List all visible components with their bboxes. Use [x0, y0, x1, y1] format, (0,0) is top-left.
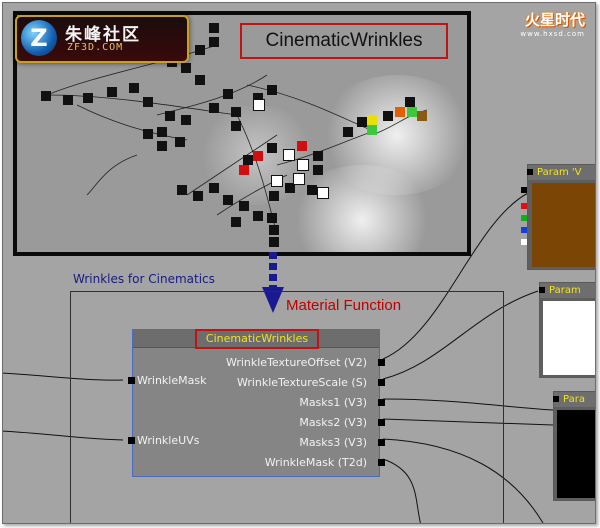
arrow-down-icon [262, 287, 284, 313]
material-function-node[interactable]: CinematicWrinkles WrinkleMask WrinkleUVs… [128, 329, 385, 477]
zf3d-logo: Z 朱峰社区 ZF3D.COM [15, 15, 189, 63]
param-output-pin-rgb[interactable] [521, 187, 527, 193]
param-node-title: Param 'V [528, 165, 595, 180]
param-pin[interactable] [553, 396, 559, 402]
node-header[interactable]: CinematicWrinkles [133, 329, 379, 349]
output-label-texture-scale: WrinkleTextureScale (S) [236, 376, 367, 389]
brand-url: www.hxsd.com [520, 30, 585, 38]
comment-group-box[interactable] [70, 291, 504, 523]
param-output-pin-b[interactable] [521, 227, 527, 233]
param-pin[interactable] [539, 287, 545, 293]
output-label-masks3: Masks3 (V3) [299, 436, 367, 449]
logo-badge-icon: Z [21, 20, 57, 56]
param-output-pin-g[interactable] [521, 215, 527, 221]
input-pin-wrinklemask[interactable] [128, 377, 135, 384]
param-node-title: Param [540, 283, 595, 298]
hxsd-watermark: 火星时代 www.hxsd.com [520, 9, 585, 38]
param-node-white[interactable]: Param [539, 282, 595, 378]
output-label-wrinkle-mask: WrinkleMask (T2d) [264, 456, 367, 469]
output-pin-masks3[interactable] [378, 439, 385, 446]
logo-chinese-text: 朱峰社区 [65, 25, 141, 45]
output-pin-masks1[interactable] [378, 399, 385, 406]
param-pin[interactable] [527, 169, 533, 175]
material-graph-preview: CinematicWrinkles [13, 11, 471, 256]
brand-name: 火星时代 [524, 11, 585, 29]
output-label-texture-offset: WrinkleTextureOffset (V2) [225, 356, 367, 369]
param-output-pin-a[interactable] [521, 239, 527, 245]
param-preview-swatch [557, 410, 595, 498]
dashed-arrow-line [269, 252, 277, 290]
input-label-wrinkleuvs: WrinkleUVs [137, 434, 200, 447]
output-pin-masks2[interactable] [378, 419, 385, 426]
material-function-annotation: Material Function [286, 297, 402, 314]
output-label-masks1: Masks1 (V3) [299, 396, 367, 409]
logo-latin-text: ZF3D.COM [67, 42, 124, 53]
input-label-wrinklemask: WrinkleMask [137, 374, 207, 387]
material-editor-canvas[interactable]: CinematicWrinkles [2, 2, 596, 524]
comment-group-title[interactable]: Wrinkles for Cinematics [73, 272, 215, 286]
param-output-pin-r[interactable] [521, 203, 527, 209]
input-pin-wrinkleuvs[interactable] [128, 437, 135, 444]
connection-wires [3, 192, 554, 523]
param-preview-swatch [543, 301, 595, 375]
output-pin-texture-scale[interactable] [378, 379, 385, 386]
param-node-vector[interactable]: Param 'V [521, 164, 595, 270]
output-label-masks2: Masks2 (V3) [299, 416, 367, 429]
output-pin-texture-offset[interactable] [378, 359, 385, 366]
param-node-black[interactable]: Para [553, 391, 595, 501]
param-preview-swatch [532, 183, 595, 267]
param-node-title: Para [554, 392, 595, 407]
preview-title: CinematicWrinkles [240, 23, 448, 59]
node-title: CinematicWrinkles [195, 329, 319, 349]
output-pin-wrinkle-mask[interactable] [378, 459, 385, 466]
